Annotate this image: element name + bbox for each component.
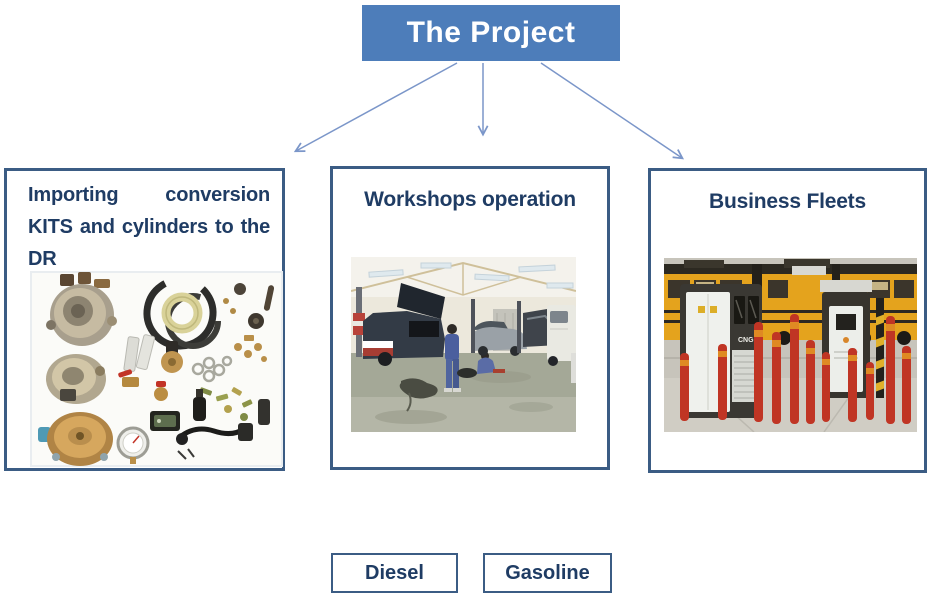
car-silver [471,321,527,356]
ceiling-lights [368,262,574,289]
cng-dispenser-label: CNG [738,337,754,344]
hazard-pole [876,298,884,398]
hose-coils [143,276,221,350]
arrow-to-fleets [540,62,685,160]
clamp-parts [191,355,233,383]
root-node-label: The Project [406,16,576,49]
pressure-gauge-part [116,426,150,464]
fuel-box-gasoline: Gasoline [483,553,612,593]
arrow-to-kits [293,62,458,153]
fuel-label-gasoline: Gasoline [505,561,590,584]
workshop-interior-photo [351,257,576,432]
regulator-part [46,272,117,346]
regulator-part [46,354,106,404]
fuel-box-diesel: Diesel [331,553,458,593]
white-van [547,305,576,383]
cng-dispenser-right [820,280,872,398]
branch-box-workshops: Workshops operation [330,166,610,470]
branch-title-workshops: Workshops operation [364,188,576,211]
cng-station-photo: CNG [664,258,917,432]
safety-bollards [680,314,911,424]
regulator-part [38,412,113,466]
brass-fittings [234,335,267,362]
conversion-kit-parts-photo [30,271,283,467]
mechanic-standing [444,324,461,392]
branch-box-importing-kits: Importing conversion KITS and cylinders … [4,168,285,471]
branch-box-business-fleets: Business Fleets [648,168,927,473]
fuel-label-diesel: Diesel [365,561,424,584]
car-open-hood [363,283,445,366]
branch-title-business-fleets: Business Fleets [709,190,866,213]
root-node-the-project: The Project [362,5,620,61]
branch-title-importing-kits: Importing conversion KITS and cylinders … [28,184,270,270]
small-parts-cluster [199,387,253,421]
wiring-harness-part [176,399,270,460]
